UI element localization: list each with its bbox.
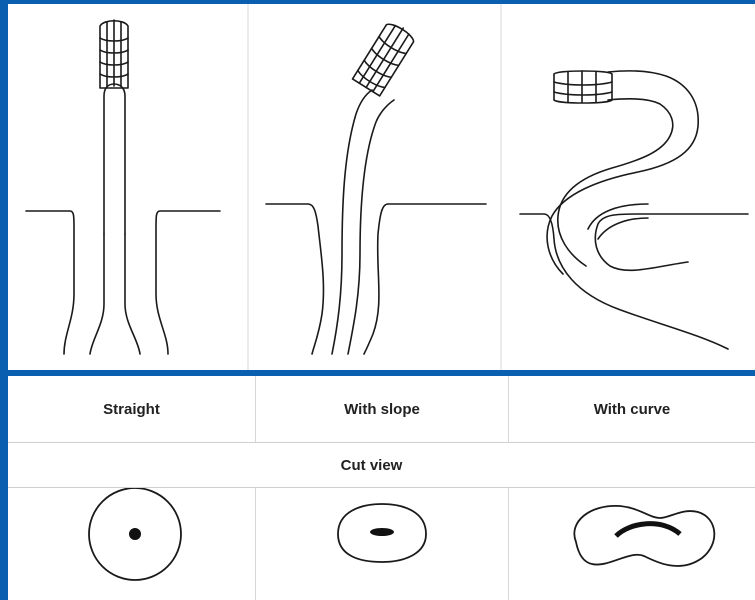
type-label-row: Straight With slope With curve (8, 376, 755, 443)
kidney-cross-section (574, 506, 714, 566)
label-with-slope: With slope (256, 376, 508, 442)
curved-hair-drawing (520, 71, 748, 349)
straight-hair-drawing (26, 20, 220, 354)
cut-view-row: Cut view (8, 443, 755, 488)
hair-follicle-illustrations (8, 4, 755, 370)
sloped-hair-drawing (266, 20, 486, 354)
divider (508, 376, 509, 442)
divider (255, 376, 256, 442)
round-cross-section (89, 488, 181, 580)
oval-cross-section (338, 504, 426, 562)
cut-view-label: Cut view (341, 457, 403, 474)
label-with-curve: With curve (509, 376, 755, 442)
cross-section-table: Straight With slope With curve Cut view (8, 376, 755, 600)
label-straight: Straight (8, 376, 255, 442)
